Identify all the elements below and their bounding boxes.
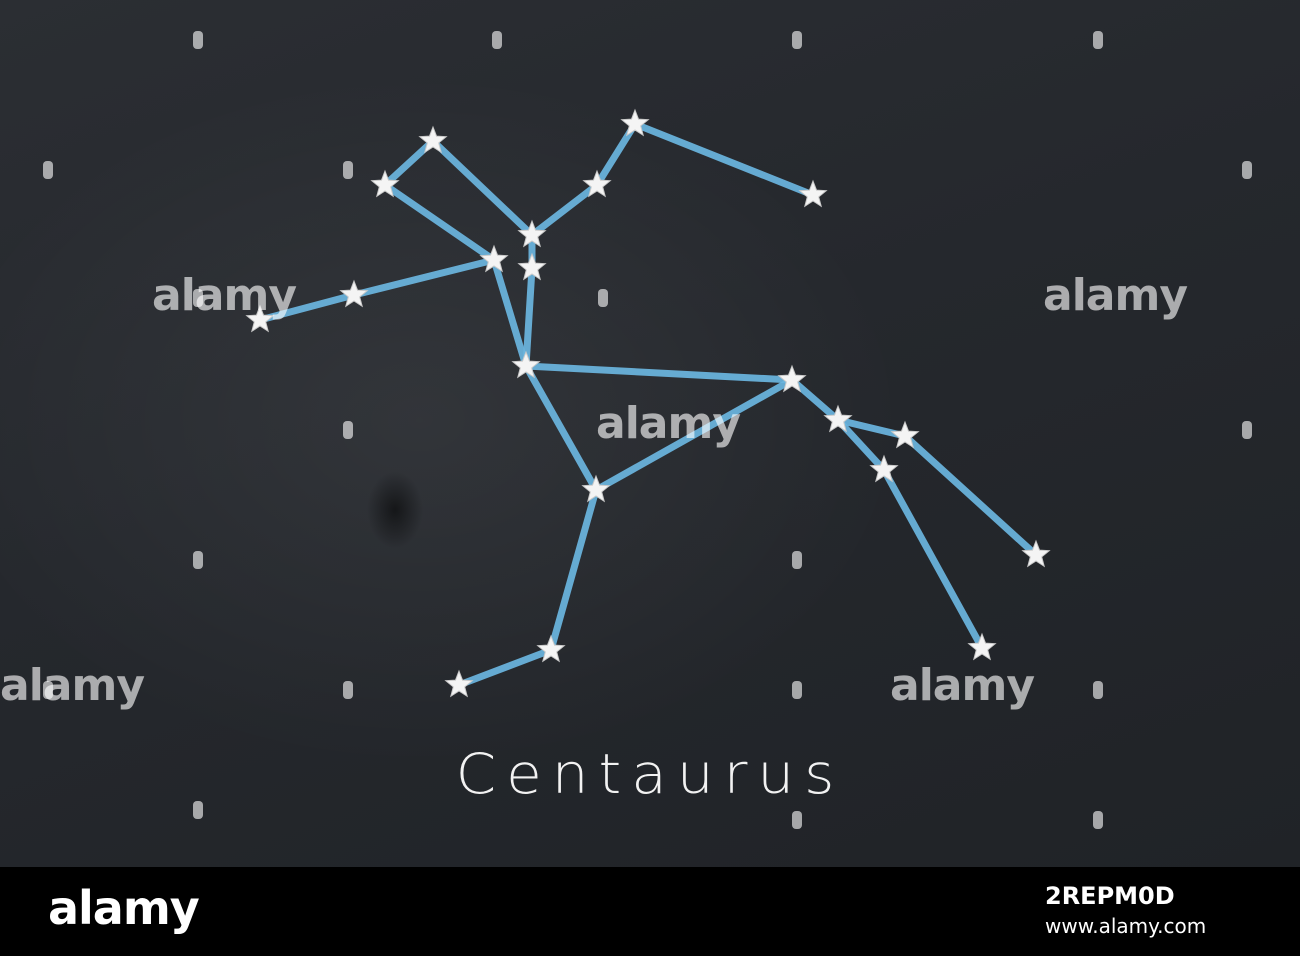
constellation-title: Centaurus	[455, 741, 845, 807]
star-icon	[370, 169, 400, 198]
watermark-mark	[43, 161, 53, 179]
constellation-line	[522, 264, 536, 370]
watermark-mark	[598, 289, 608, 307]
constellation-line	[788, 376, 842, 424]
star-icon	[444, 669, 474, 698]
constellation-line	[350, 256, 498, 299]
constellation-line	[256, 291, 358, 324]
star-icon	[890, 420, 920, 449]
constellation-line	[381, 181, 498, 264]
watermark-mark	[1093, 681, 1103, 699]
watermark: alamy	[0, 660, 145, 711]
alamy-logo-icon: alamy	[48, 881, 200, 935]
star-icon	[581, 474, 611, 503]
chalkboard: alamy alamy alamy alamy alamy Centaurus	[0, 0, 1300, 867]
star-icon	[517, 252, 547, 281]
watermark-mark	[193, 289, 203, 307]
constellation-line	[547, 486, 600, 654]
constellation-line	[631, 120, 817, 199]
constellation-line	[455, 646, 555, 689]
star-icon	[582, 169, 612, 198]
watermark: alamy	[152, 270, 297, 321]
constellation-line	[592, 376, 796, 494]
star-icon	[245, 304, 275, 333]
watermark-mark	[1093, 811, 1103, 829]
watermark-mark	[792, 681, 802, 699]
star-icon	[777, 364, 807, 393]
star-icon	[967, 632, 997, 661]
star-icon	[823, 404, 853, 433]
star-icon	[511, 350, 541, 379]
star-icon	[536, 634, 566, 663]
constellation-line	[522, 362, 796, 384]
watermark-mark	[343, 421, 353, 439]
star-icon	[798, 179, 828, 208]
star-icon	[517, 219, 547, 248]
image-id: 2REPM0D	[1045, 882, 1175, 910]
watermark-mark	[43, 681, 53, 699]
constellation-line	[490, 256, 530, 370]
watermark-mark	[492, 31, 502, 49]
watermark-mark	[792, 551, 802, 569]
watermark-mark	[343, 681, 353, 699]
star-icon	[620, 108, 650, 137]
watermark-mark	[792, 811, 802, 829]
constellation-line	[381, 137, 437, 189]
star-icon	[339, 279, 369, 308]
watermark-mark	[193, 801, 203, 819]
star-icon	[1021, 539, 1051, 568]
constellation-line	[429, 137, 536, 239]
site-url: www.alamy.com	[1045, 914, 1207, 938]
constellation-line	[522, 362, 600, 494]
constellation-diagram	[43, 31, 1252, 829]
watermark-mark	[1242, 421, 1252, 439]
constellation-line	[901, 432, 1040, 559]
watermark-mark	[792, 31, 802, 49]
star-icon	[479, 244, 509, 273]
watermark: alamy	[890, 660, 1035, 711]
constellation-line	[528, 181, 601, 239]
watermark-mark	[343, 161, 353, 179]
star-icon	[869, 454, 899, 483]
watermark-mark	[193, 31, 203, 49]
watermark: alamy	[1043, 270, 1188, 321]
watermark-mark	[1242, 161, 1252, 179]
watermark-mark	[193, 551, 203, 569]
star-icon	[418, 125, 448, 154]
constellation-line	[880, 466, 986, 652]
footer-bar: alamy 2REPM0D www.alamy.com	[0, 867, 1300, 956]
watermark-mark	[1093, 31, 1103, 49]
watermark: alamy	[596, 398, 741, 449]
